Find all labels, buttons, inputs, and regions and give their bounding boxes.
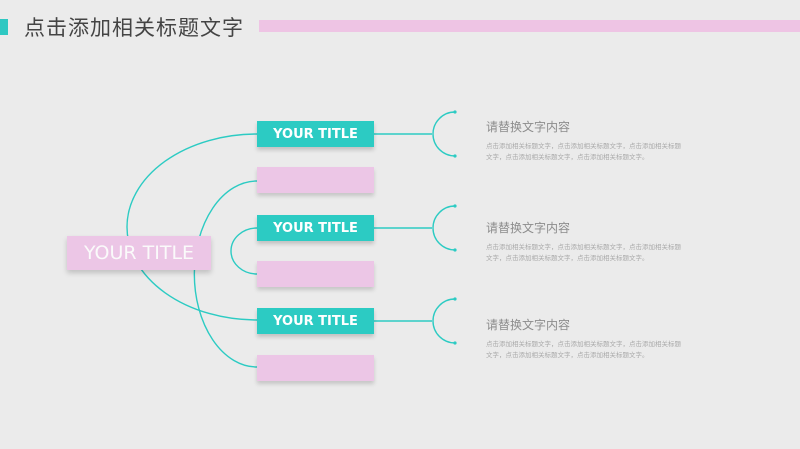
connector-arc-middle xyxy=(193,180,258,368)
header-accent-square xyxy=(0,19,8,35)
branch-1-title-box: YOUR TITLE xyxy=(257,121,374,147)
slide-title: 点击添加相关标题文字 xyxy=(24,16,244,40)
connector-arc-inner xyxy=(230,227,258,275)
content-title-3: 请替换文字内容 xyxy=(486,318,571,332)
content-body-2: 点击添加相关标题文字，点击添加相关标题文字，点击添加相关标题文字，点击添加相关标… xyxy=(486,243,681,262)
branch-2-sub-box xyxy=(257,261,374,287)
content-title-2: 请替换文字内容 xyxy=(486,221,571,235)
content-block-1: 请替换文字内容 点击添加相关标题文字，点击添加相关标题文字，点击添加相关标题文字… xyxy=(486,118,686,163)
branch-1-sub-box xyxy=(257,167,374,193)
bracket-1-dot-top xyxy=(453,110,457,114)
bracket-2-dot-bottom xyxy=(453,248,457,252)
bracket-3-dot-bottom xyxy=(453,341,457,345)
bracket-1-dot-bottom xyxy=(453,154,457,158)
branch-3-title-box: YOUR TITLE xyxy=(257,308,374,334)
content-block-2: 请替换文字内容 点击添加相关标题文字，点击添加相关标题文字，点击添加相关标题文字… xyxy=(486,219,686,264)
bracket-3-dot-top xyxy=(453,297,457,301)
content-block-3: 请替换文字内容 点击添加相关标题文字，点击添加相关标题文字，点击添加相关标题文字… xyxy=(486,316,686,361)
bracket-1 xyxy=(432,111,456,157)
bracket-2-dot-top xyxy=(453,204,457,208)
branch-2-title-box: YOUR TITLE xyxy=(257,215,374,241)
header-accent-bar xyxy=(259,20,800,32)
branch-3-sub-box xyxy=(257,355,374,381)
main-title-box: YOUR TITLE xyxy=(67,236,211,270)
content-title-1: 请替换文字内容 xyxy=(486,120,571,134)
content-body-3: 点击添加相关标题文字，点击添加相关标题文字，点击添加相关标题文字，点击添加相关标… xyxy=(486,340,681,359)
connector-arc-outer xyxy=(126,133,258,321)
bracket-2 xyxy=(432,205,456,251)
content-body-1: 点击添加相关标题文字，点击添加相关标题文字，点击添加相关标题文字，点击添加相关标… xyxy=(486,142,681,161)
bracket-3 xyxy=(432,298,456,344)
